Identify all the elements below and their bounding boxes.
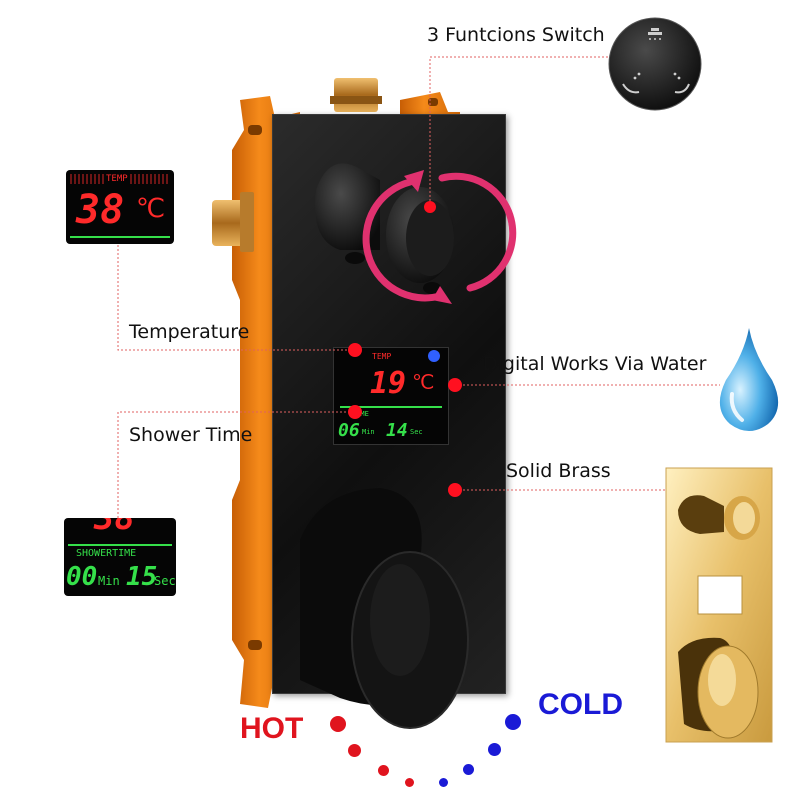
- temperature-lcd-unit: ℃: [136, 194, 166, 224]
- temperature-lcd: TEMP 38 ℃: [66, 170, 174, 244]
- shower-time-lcd-minutes: 00: [66, 562, 98, 592]
- panel-lcd-temp-unit: ℃: [412, 370, 435, 394]
- cold-label: COLD: [538, 688, 623, 721]
- water-drop-icon: [428, 350, 440, 362]
- panel-lcd-temp-value: 19: [370, 366, 407, 401]
- shower-time-lcd-label: SHOWERTIME: [76, 548, 137, 559]
- shower-time-lcd-sec-unit: Sec: [154, 574, 176, 588]
- function-switch-knob: [608, 17, 702, 111]
- panel-lcd-display: TEMP 19 ℃ TIME 06 Min 14 Sec: [333, 347, 449, 445]
- panel-lcd-minutes: 06: [338, 420, 360, 441]
- shower-time-lcd: 38 SHOWERTIME 00 Min 15 Sec: [64, 518, 176, 596]
- callout-temperature: Temperature: [129, 321, 250, 343]
- shower-time-lcd-seconds: 15: [126, 562, 158, 592]
- water-drop-icon: [719, 328, 779, 431]
- shower-time-lcd-min-unit: Min: [98, 574, 120, 588]
- shower-time-lcd-top: 38: [94, 518, 135, 538]
- panel-lcd-sec-unit: Sec: [410, 428, 423, 436]
- foot-icon: [622, 83, 690, 94]
- hot-label: HOT: [240, 712, 304, 745]
- panel-lcd-seconds: 14: [386, 420, 408, 441]
- panel-lcd-temp-label: TEMP: [372, 352, 392, 361]
- callout-shower-time: Shower Time: [129, 424, 253, 446]
- shower-head-icon: [648, 28, 662, 40]
- callout-digital: Digital Works Via Water: [483, 353, 707, 375]
- panel-lcd-min-unit: Min: [362, 428, 375, 436]
- temperature-lcd-value: 38: [76, 187, 125, 233]
- callout-brass: Solid Brass: [506, 460, 611, 482]
- gold-valve-panel: [665, 467, 773, 743]
- callout-switch: 3 Funtcions Switch: [427, 24, 605, 46]
- temperature-lcd-label: TEMP: [104, 174, 130, 184]
